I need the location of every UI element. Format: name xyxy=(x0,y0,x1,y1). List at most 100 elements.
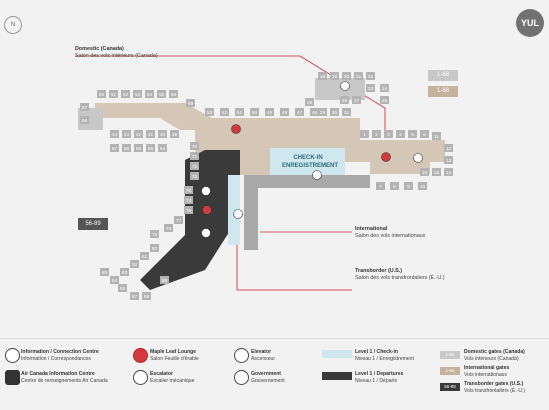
escalator-icon xyxy=(201,186,211,196)
gate-number: 53 xyxy=(207,110,213,116)
gate-number: 24 xyxy=(382,86,388,92)
gate-box xyxy=(145,90,154,98)
gate-box xyxy=(444,144,453,152)
terminal-body xyxy=(78,78,445,290)
gate-71: 71 xyxy=(190,152,199,160)
legend-lounge-en: Maple Leaf Lounge xyxy=(150,349,197,355)
east-pier xyxy=(345,140,445,162)
gate-number: 74 xyxy=(186,198,192,204)
checkin-hall xyxy=(270,148,345,180)
gate-number: 66 xyxy=(171,92,177,98)
gate-box xyxy=(432,168,441,176)
gate-box xyxy=(330,108,339,116)
gate-box xyxy=(390,182,399,190)
domestic-label-fr: Salon des vols intérieurs (Canada) xyxy=(75,53,158,59)
gate-box xyxy=(305,98,314,106)
gate-box xyxy=(340,96,349,104)
gate-3: 3 xyxy=(384,130,393,138)
legend-level1dep-fr: Niveau 1 / Départs xyxy=(355,377,398,384)
gate-number: 64 xyxy=(147,92,153,98)
legend-tb-en: Transborder gates (U.S.) xyxy=(464,381,524,387)
gate-70: 70 xyxy=(190,142,199,150)
gate-box xyxy=(120,268,129,276)
gate-19: 19 xyxy=(330,72,339,80)
legend-elevator-fr: Ascenseur xyxy=(251,355,276,362)
airport-code-badge: YUL xyxy=(516,9,544,37)
gate-box xyxy=(97,90,106,98)
gate-box xyxy=(110,144,119,152)
gate-box xyxy=(376,182,385,190)
gate-box xyxy=(134,144,143,152)
gate-number: 67 xyxy=(82,105,88,111)
gate-box xyxy=(420,168,429,176)
gate-box xyxy=(130,260,139,268)
gate-31: 31 xyxy=(342,108,351,116)
gate-number: 18 xyxy=(320,74,326,80)
international-label-fr: Salon des vols internationaux xyxy=(355,233,426,239)
gate-corridor xyxy=(228,175,240,245)
gate-15: 15 xyxy=(432,168,441,176)
gate-21: 21 xyxy=(354,72,363,80)
gate-box xyxy=(318,72,327,80)
legend-dom-fr: Vols intérieurs (Canada) xyxy=(464,355,519,362)
gate-box xyxy=(444,156,453,164)
gate-number: 69 xyxy=(188,101,194,107)
gate-80: 80 xyxy=(150,244,159,252)
gate-number: 39 xyxy=(172,132,178,138)
maple-leaf-lounge-icon xyxy=(231,124,241,134)
gate-box xyxy=(150,244,159,252)
gate-68: 68 xyxy=(80,116,89,124)
south-apron xyxy=(244,175,370,250)
gate-number: 2 xyxy=(375,132,378,138)
gate-box xyxy=(352,96,361,104)
gate-box xyxy=(80,116,89,124)
legend-level1: Level 1 / Check-in Niveau 1 / Enregistre… xyxy=(355,349,414,362)
gate-box xyxy=(158,130,167,138)
air-canada-info-icon xyxy=(5,370,20,385)
gate-number: 81 xyxy=(142,254,148,260)
gate-number: 82 xyxy=(132,262,138,268)
gate-89: 89 xyxy=(160,276,169,284)
gate-58: 58 xyxy=(122,144,131,152)
gate-number: 26 xyxy=(342,98,348,104)
gate-box xyxy=(220,108,229,116)
gate-number: 51 xyxy=(237,110,243,116)
escalator-icon xyxy=(133,370,148,385)
gate-box xyxy=(122,144,131,152)
gate-number: 87 xyxy=(132,294,138,300)
gate-box xyxy=(170,130,179,138)
gate-39: 39 xyxy=(170,130,179,138)
gate-number: 10 xyxy=(420,184,426,190)
domestic-pier-left xyxy=(78,108,103,130)
gate-6: 6 xyxy=(420,130,429,138)
gate-84: 84 xyxy=(110,276,119,284)
gate-75: 75 xyxy=(184,186,193,194)
gate-box xyxy=(280,108,289,116)
gate-box xyxy=(122,130,131,138)
legend-elevator: Elevator Ascenseur xyxy=(251,349,275,362)
gate-box xyxy=(342,108,351,116)
gate-50: 50 xyxy=(250,108,259,116)
gate-box xyxy=(164,224,173,232)
gate-number: 78 xyxy=(166,226,172,232)
gate-box xyxy=(372,130,381,138)
gate-8: 8 xyxy=(390,182,399,190)
legend-level1-en: Level 1 / Check-in xyxy=(355,349,399,355)
gate-number: 47 xyxy=(297,110,303,116)
gate-box xyxy=(235,108,244,116)
gate-number: 19 xyxy=(332,74,338,80)
elevator-icon xyxy=(340,81,350,91)
gate-box xyxy=(190,162,199,170)
gate-29: 29 xyxy=(318,108,327,116)
gate-box xyxy=(110,130,119,138)
gate-box xyxy=(134,130,143,138)
gate-number: 58 xyxy=(124,146,130,152)
gate-5: 5 xyxy=(408,130,417,138)
gate-box xyxy=(184,186,193,194)
legend-ac-fr: Centre de renseignements Air Canada xyxy=(21,377,108,384)
gate-number: 48 xyxy=(282,110,288,116)
legend-lounge-fr: Salon Feuille d'érable xyxy=(150,355,199,362)
domestic-range-badge: 1-68 xyxy=(428,70,458,81)
gate-box xyxy=(142,292,151,300)
international-section-label: International Salon des vols internation… xyxy=(355,226,425,240)
